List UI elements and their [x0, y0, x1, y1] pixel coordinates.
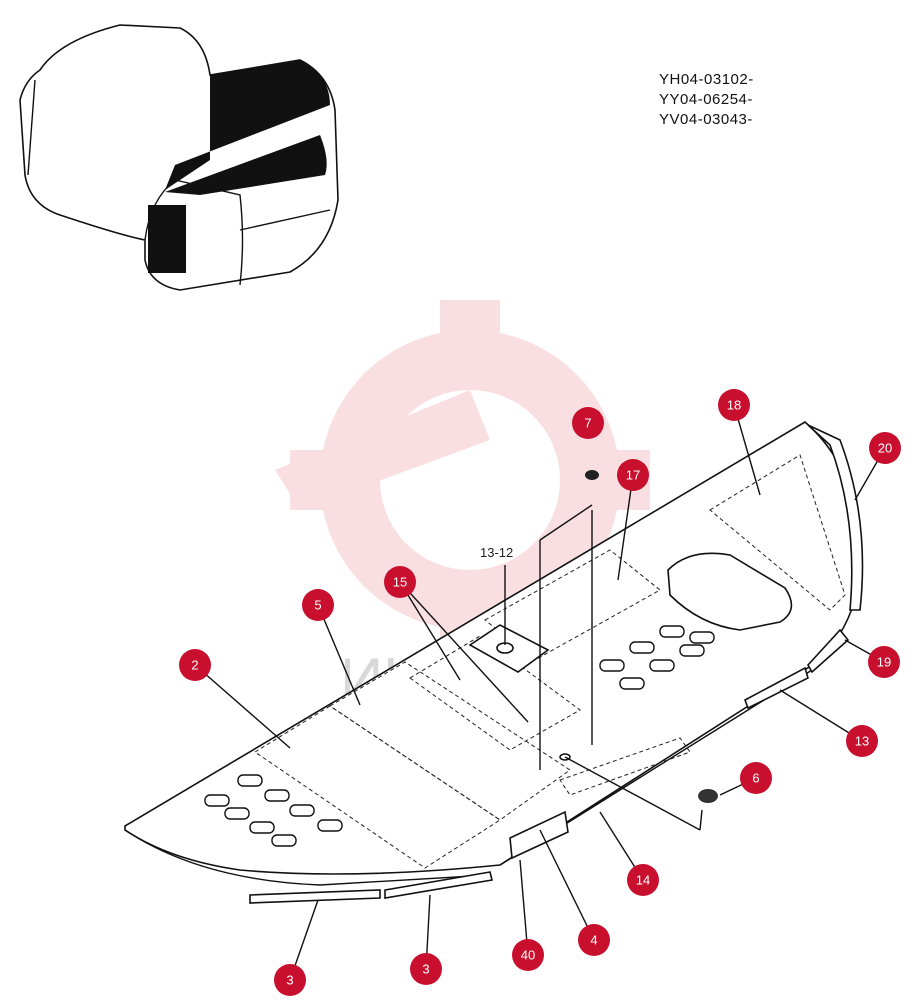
svg-text:2: 2 — [191, 658, 198, 673]
svg-text:17: 17 — [626, 468, 640, 483]
serial-number-2: YY04-06254- — [659, 91, 753, 108]
callout-2: 2 — [179, 649, 211, 681]
edge-trims — [249, 424, 864, 904]
callout-5: 5 — [302, 589, 334, 621]
svg-text:7: 7 — [584, 416, 591, 431]
callout-6: 6 — [740, 762, 772, 794]
callout-3-left: 3 — [274, 964, 306, 996]
svg-text:40: 40 — [521, 948, 535, 963]
svg-text:6: 6 — [752, 771, 759, 786]
svg-text:15: 15 — [393, 575, 407, 590]
svg-text:14: 14 — [636, 873, 650, 888]
svg-text:20: 20 — [878, 441, 892, 456]
callout-4: 4 — [578, 924, 610, 956]
svg-text:18: 18 — [727, 398, 741, 413]
svg-text:13: 13 — [855, 734, 869, 749]
callout-13: 13 — [846, 725, 878, 757]
svg-text:4: 4 — [590, 933, 597, 948]
callout-17: 17 — [617, 459, 649, 491]
svg-text:3: 3 — [286, 973, 293, 988]
callout-18: 18 — [718, 389, 750, 421]
callout-14: 14 — [627, 864, 659, 896]
svg-text:3: 3 — [422, 962, 429, 977]
callout-7: 7 — [572, 407, 604, 439]
callout-19: 19 — [868, 646, 900, 678]
svg-text:19: 19 — [877, 655, 891, 670]
callout-3-right: 3 — [410, 953, 442, 985]
leader-lines — [194, 404, 886, 981]
callout-40: 40 — [512, 939, 544, 971]
svg-text:5: 5 — [314, 598, 321, 613]
cab-thumbnail — [19, 24, 339, 291]
floor-plate — [124, 421, 863, 886]
floor-slots-left — [204, 774, 343, 847]
callout-20: 20 — [869, 432, 901, 464]
serial-number-1: YH04-03102- — [659, 71, 754, 88]
part-label-13-12: 13-12 — [480, 545, 513, 560]
serial-number-3: YV04-03043- — [659, 111, 753, 128]
floor-slots-right — [599, 625, 715, 690]
callout-15: 15 — [384, 566, 416, 598]
